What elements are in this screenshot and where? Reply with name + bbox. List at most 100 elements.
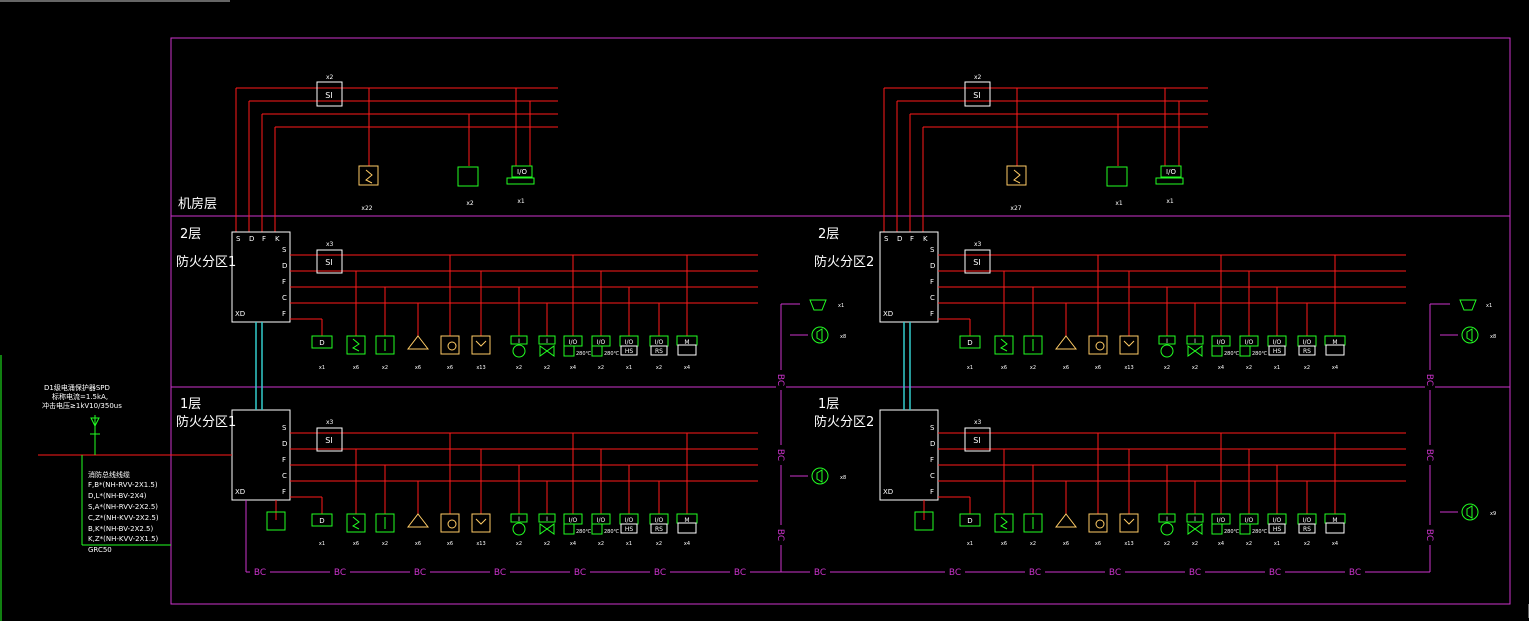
io-text: I/O [625,339,634,346]
cable-line-5: B,K*(NH-BV-2X2.5) [88,525,154,533]
zone-control-panel [879,409,939,501]
bc-label: BC [494,568,506,578]
damper-icon [591,523,603,535]
heat-detector-icon [375,335,395,355]
device-count-label: x6 [1063,365,1069,371]
panel-side-terminal: F [282,278,286,286]
si-text: SI [325,258,332,267]
io-text: I/O [1166,168,1176,176]
device-count-label: x1 [626,541,632,547]
device-count-label: x2 [598,541,604,547]
speaker-icon-glyph [1466,505,1473,519]
panel-side-terminal: S [282,424,287,432]
panel-top-terminal: D [249,235,254,243]
bc-gap [1185,567,1205,577]
bc-label: BC [775,529,785,541]
zone-control-panel [879,231,939,323]
module-text: I [518,338,520,345]
motor-text: M [1332,517,1337,524]
panel-xd: XD [235,310,245,318]
device-count-label: x6 [447,541,453,547]
device-count-label: x1 [319,365,325,371]
bc-label: BC [775,449,785,461]
bc-gap [776,445,786,465]
device-count-label: x2 [1304,365,1310,371]
device-count-label: x13 [476,365,485,371]
rs-box [650,523,668,534]
io-text: I/O [1303,517,1312,524]
device-count-label: x6 [1001,365,1007,371]
device-count-label: x2 [656,541,662,547]
device-count-label: x2 [382,365,388,371]
panel-side-terminal: F [930,310,934,318]
speaker-label: x8 [1490,334,1496,340]
device-count-label: x2 [1192,365,1198,371]
floor1-label-right: 1层 [818,397,840,412]
panel-side-terminal: D [282,262,287,270]
device-count-label: x6 [1095,541,1101,547]
manual-alarm-icon [1088,513,1108,533]
device-count-label: x2 [598,365,604,371]
speaker-icon [1461,503,1479,521]
panel-top-terminal: K [923,235,928,243]
io-text: I/O [655,517,664,524]
hydrant-icon [1119,335,1139,355]
io-text: I/O [1273,517,1282,524]
heat-detector-icon [1023,513,1043,533]
device-count-label: x2 [1030,541,1036,547]
si-text: SI [325,436,332,445]
bc-label: BC [1109,568,1121,578]
detector-text: D [319,339,324,347]
detector-text: D [967,339,972,347]
bc-label: BC [734,568,746,578]
heat-detector-icon [1023,335,1043,355]
zone-control-panel [231,231,291,323]
bc-gap [1425,370,1435,390]
io-text: I/O [569,517,578,524]
module-text: I [518,516,520,523]
module-icon [1158,513,1176,523]
si-label: x2 [974,74,982,81]
si-label: x3 [326,419,334,426]
io-text: I/O [655,339,664,346]
alarm-circle [1095,341,1105,351]
io-text: I/O [517,168,527,176]
device-count-label: x4 [570,541,576,547]
valve-icon [1187,523,1203,535]
panel-side-terminal: F [282,456,286,464]
panel-xd: XD [883,488,893,496]
bc-gap [810,567,830,577]
device-count-label: x2 [382,541,388,547]
si-label: x3 [326,241,334,248]
temp-text: 280℃ [1224,529,1240,535]
device-count-label: x1 [626,365,632,371]
si-text: SI [973,91,980,100]
device-count-label: x6 [353,541,359,547]
motor-text: M [684,339,689,346]
cable-title: 消防总线线缆 [88,471,130,479]
hydrant-symbol [475,518,487,525]
panel-side-terminal: F [930,456,934,464]
smoke-symbol [352,338,360,352]
rs-text: RS [1303,526,1311,533]
io-module [1160,165,1182,178]
smoke-icon [994,335,1014,355]
floor2-label-left: 2层 [180,227,202,242]
module-icon [1158,335,1176,345]
flow-circle [512,522,526,536]
floor1-label-left: 1层 [180,397,202,412]
device-count-label: x1 [967,365,973,371]
floor2-label-right: 2层 [818,227,840,242]
device-count-label: x2 [1030,365,1036,371]
panel-xd: XD [883,310,893,318]
device-label: x1 [1115,200,1123,207]
spd-title: D1级电涌保护器SPD [44,384,110,392]
io-text: I/O [1245,517,1254,524]
detector-text: D [967,517,972,525]
si-module [316,81,343,107]
alarm-circle [447,341,457,351]
device-label: x22 [361,205,372,212]
device-count-label: x6 [1063,541,1069,547]
bc-gap [730,567,750,577]
device-label: x1 [517,198,525,205]
